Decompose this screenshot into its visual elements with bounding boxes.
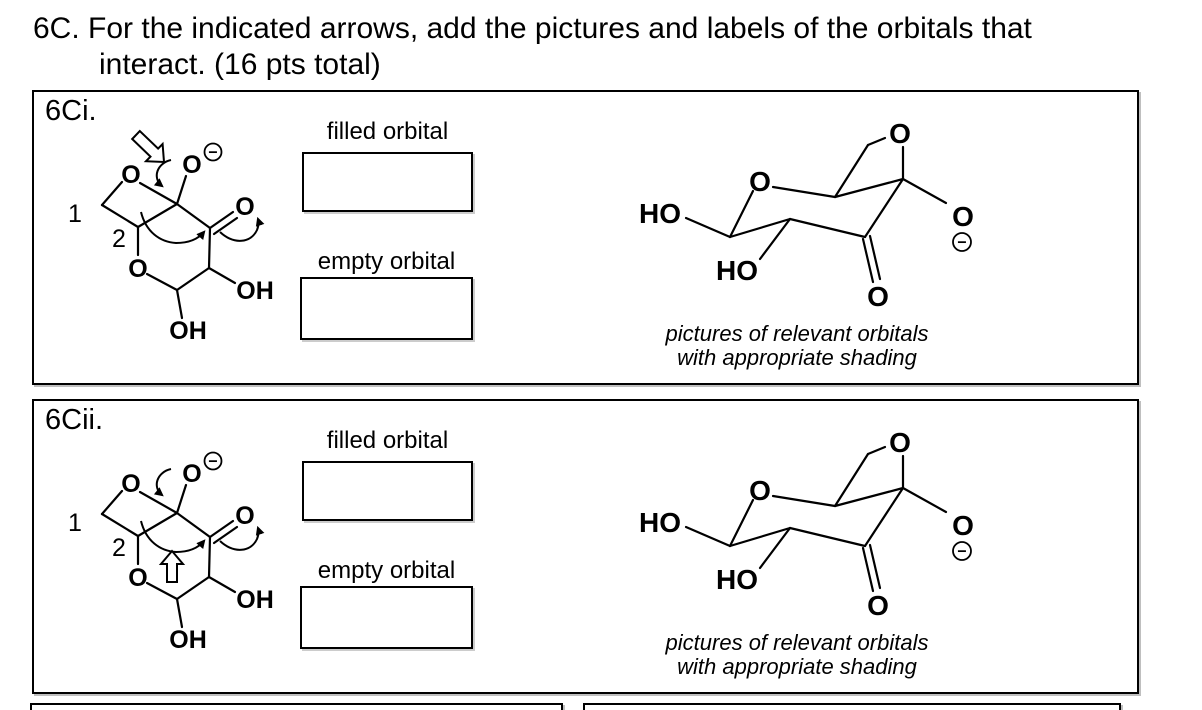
next-answer-box-left[interactable] [30,703,563,710]
filled-orbital-answer-box[interactable] [302,152,473,212]
caption-line2: with appropriate shading [677,654,917,679]
orbitals-caption: pictures of relevant orbitals with appro… [627,631,967,679]
product-structure [637,116,975,314]
question-text-line2: interact. (16 pts total) [99,48,381,81]
block-arrow-diagonal [130,129,166,164]
caption-line1: pictures of relevant orbitals [665,321,929,346]
caption-line1: pictures of relevant orbitals [665,630,929,655]
panel-6ci-label: 6Ci. [45,95,97,127]
panel-6ci-structures [34,116,975,383]
panel-6ci: 6Ci. filled orbital empty orbital pictur… [32,90,1139,385]
block-arrow-vertical [158,549,186,583]
panel-6cii-structures [34,425,975,692]
question-text-line1: 6C. For the indicated arrows, add the pi… [33,12,1032,45]
empty-orbital-label: empty orbital [317,248,456,275]
empty-orbital-label: empty orbital [317,557,456,584]
empty-orbital-answer-box[interactable] [300,277,473,340]
reactant-structure [68,144,274,346]
filled-orbital-label: filled orbital [326,118,449,145]
caption-line2: with appropriate shading [677,345,917,370]
orbitals-caption: pictures of relevant orbitals with appro… [627,322,967,370]
filled-orbital-label: filled orbital [326,427,449,454]
panel-6cii-label: 6Cii. [45,404,104,436]
filled-orbital-answer-box[interactable] [302,461,473,521]
empty-orbital-answer-box[interactable] [300,586,473,649]
next-answer-box-right[interactable] [583,703,1121,710]
product-structure [637,425,975,623]
reactant-structure [68,453,274,655]
panel-6cii: 6Cii. filled orbital empty orbital pictu… [32,399,1139,694]
